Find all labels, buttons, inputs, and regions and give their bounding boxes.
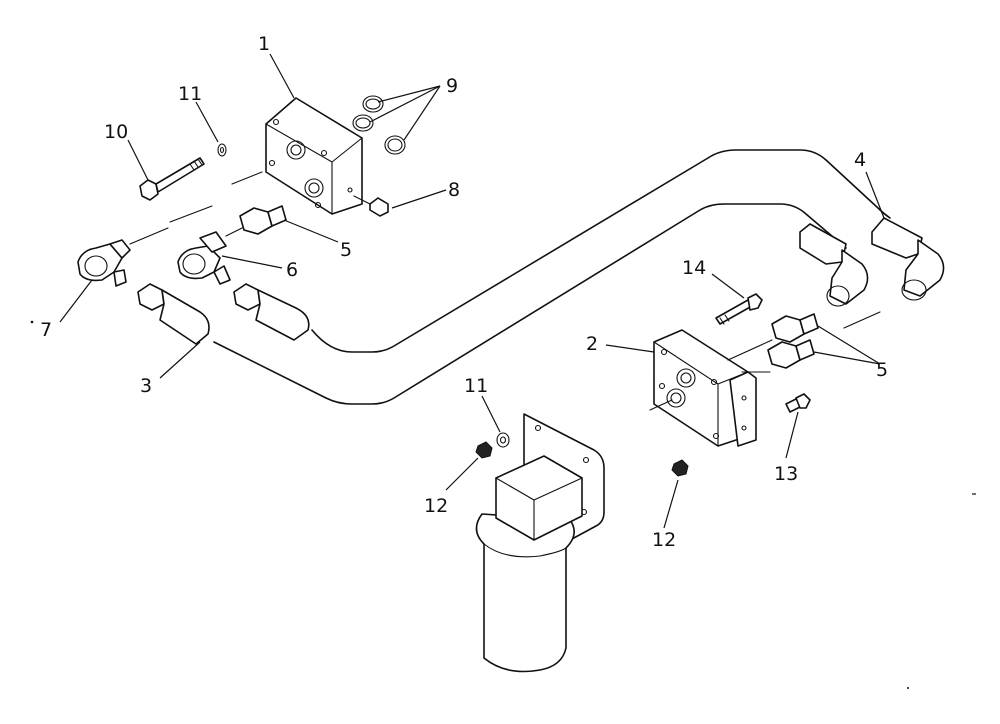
callout-5-lower: 5 bbox=[876, 359, 888, 381]
o-ring-set bbox=[352, 95, 406, 155]
adapter-lower-a bbox=[771, 313, 819, 343]
elbow-dash bbox=[129, 227, 169, 245]
right-dash bbox=[843, 311, 881, 329]
hose-upper bbox=[311, 149, 891, 353]
callout-10: 10 bbox=[104, 121, 128, 143]
callout-4: 4 bbox=[854, 149, 866, 171]
callout-5-upper: 5 bbox=[340, 239, 352, 261]
callout-11-lower: 11 bbox=[464, 375, 488, 397]
bolt-dash-2 bbox=[169, 205, 213, 223]
callout-14: 14 bbox=[682, 257, 706, 279]
callout-7: 7 bbox=[40, 319, 52, 341]
filter-assembly bbox=[475, 413, 605, 673]
callout-labels: 1 2 3 4 5 5 6 7 8 9 10 11 11 12 12 13 14 bbox=[40, 33, 888, 551]
callout-6: 6 bbox=[286, 259, 298, 281]
callout-13: 13 bbox=[774, 463, 798, 485]
callout-1: 1 bbox=[258, 33, 270, 55]
block2-line-c bbox=[649, 399, 673, 411]
callout-2: 2 bbox=[586, 333, 598, 355]
washer-upper bbox=[217, 143, 227, 157]
long-bolt bbox=[139, 157, 205, 201]
hose-lower bbox=[213, 203, 847, 405]
short-bolt bbox=[715, 293, 763, 325]
callout-12-left: 12 bbox=[424, 495, 448, 517]
hose-end-right-inner bbox=[799, 223, 869, 307]
leader-lines bbox=[59, 53, 885, 529]
plug-fitting bbox=[353, 195, 389, 217]
callout-9: 9 bbox=[446, 75, 458, 97]
hose-end-right-outer bbox=[871, 217, 945, 301]
callout-8: 8 bbox=[448, 179, 460, 201]
nut-right bbox=[671, 459, 689, 477]
stray-mark-1 bbox=[30, 320, 34, 324]
callout-3: 3 bbox=[140, 375, 152, 397]
bolt-dash-1 bbox=[231, 171, 263, 185]
screw bbox=[785, 393, 811, 413]
hose-end-left bbox=[137, 283, 210, 345]
stray-mark-3 bbox=[907, 687, 909, 689]
washer-lower bbox=[496, 432, 510, 448]
hose-end-center bbox=[233, 283, 310, 341]
nut-left bbox=[475, 441, 493, 459]
adapter-upper bbox=[225, 205, 287, 237]
callout-12-right: 12 bbox=[652, 529, 676, 551]
elbow-fitting-left bbox=[77, 239, 131, 287]
adapter-lower-b bbox=[767, 339, 815, 369]
block2-line-a bbox=[727, 339, 773, 361]
valve-block-upper bbox=[265, 97, 363, 215]
elbow-fitting-center bbox=[177, 231, 231, 285]
callout-11-upper: 11 bbox=[178, 83, 202, 105]
valve-block-lower bbox=[653, 329, 757, 447]
